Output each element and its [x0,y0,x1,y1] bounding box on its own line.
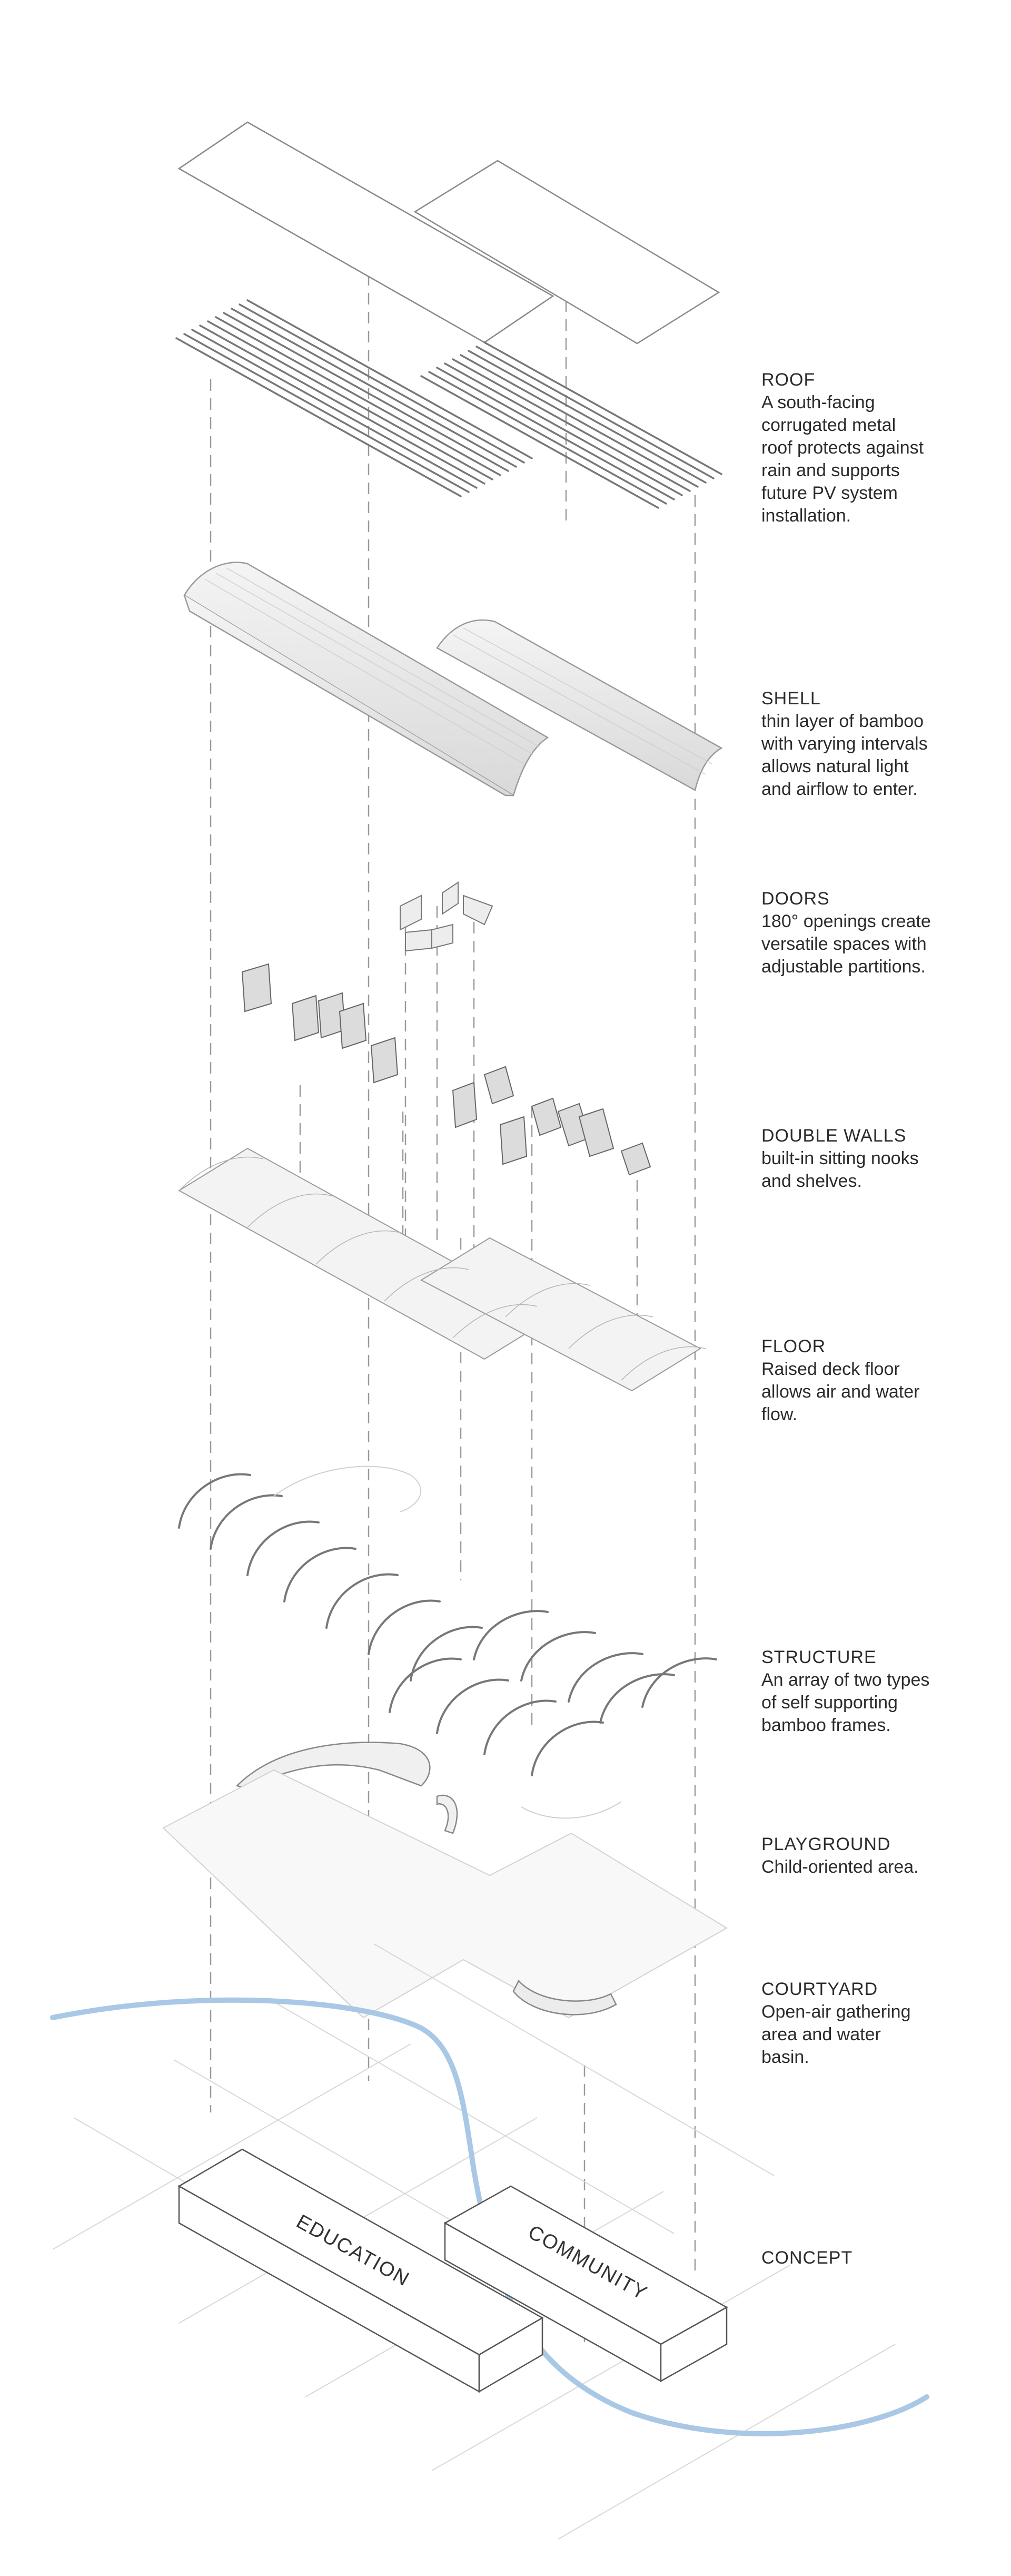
floor-title: FLOOR [761,1336,826,1356]
education-block [177,2148,544,2393]
double-walls-annotation: DOUBLE WALLS built-in sitting nooks and … [761,1125,993,1193]
double-walls-text: built-in sitting nooks and shelves. [761,1148,919,1191]
playground-annotation: PLAYGROUND Child-oriented area. [761,1833,993,1879]
shell-annotation: SHELL thin layer of bamboo with varying … [761,687,993,801]
river [50,1997,929,2436]
playground [235,1742,458,1834]
roof-text: A south-facing corrugated metal roof pro… [761,392,924,526]
roof-sheets [177,121,720,345]
shell [183,562,723,797]
shell-hatching [205,567,712,775]
playground-text: Child-oriented area. [761,1857,919,1877]
doors-text: 180° openings create versatile spaces wi… [761,911,931,977]
concept-annotation: CONCEPT [761,2247,993,2269]
doors-annotation: DOORS 180° openings create versatile spa… [761,888,993,978]
structure-annotation: STRUCTURE An array of two types of self … [761,1646,993,1737]
doors-title: DOORS [761,889,830,909]
doors [400,881,493,952]
courtyard-title: COURTYARD [761,1979,878,1999]
shell-text: thin layer of bamboo with varying interv… [761,711,928,799]
structure-title: STRUCTURE [761,1647,877,1667]
roof-annotation: ROOF A south-facing corrugated metal roo… [761,369,993,527]
structure-text: An array of two types of self supporting… [761,1670,930,1735]
floor-annotation: FLOOR Raised deck floor allows air and w… [761,1335,993,1426]
structure-frames [178,1473,717,1776]
playground-title: PLAYGROUND [761,1834,891,1854]
courtyard-text: Open-air gathering area and water basin. [761,2002,911,2067]
concept-title: CONCEPT [761,2248,853,2268]
double-walls [241,963,651,1176]
water-basin [512,1979,617,2015]
double-walls-title: DOUBLE WALLS [761,1126,907,1146]
floor-deck [178,1147,702,1392]
roof-title: ROOF [761,370,816,390]
structure-ghost [273,1466,622,1819]
floor-ribs [179,1156,706,1381]
community-block [443,2185,728,2383]
floor-text: Raised deck floor allows air and water f… [761,1359,920,1424]
courtyard-annotation: COURTYARD Open-air gathering area and wa… [761,1978,993,2069]
courtyard-plane [162,1769,728,2019]
roof-purlins [175,299,722,509]
shell-title: SHELL [761,689,821,709]
